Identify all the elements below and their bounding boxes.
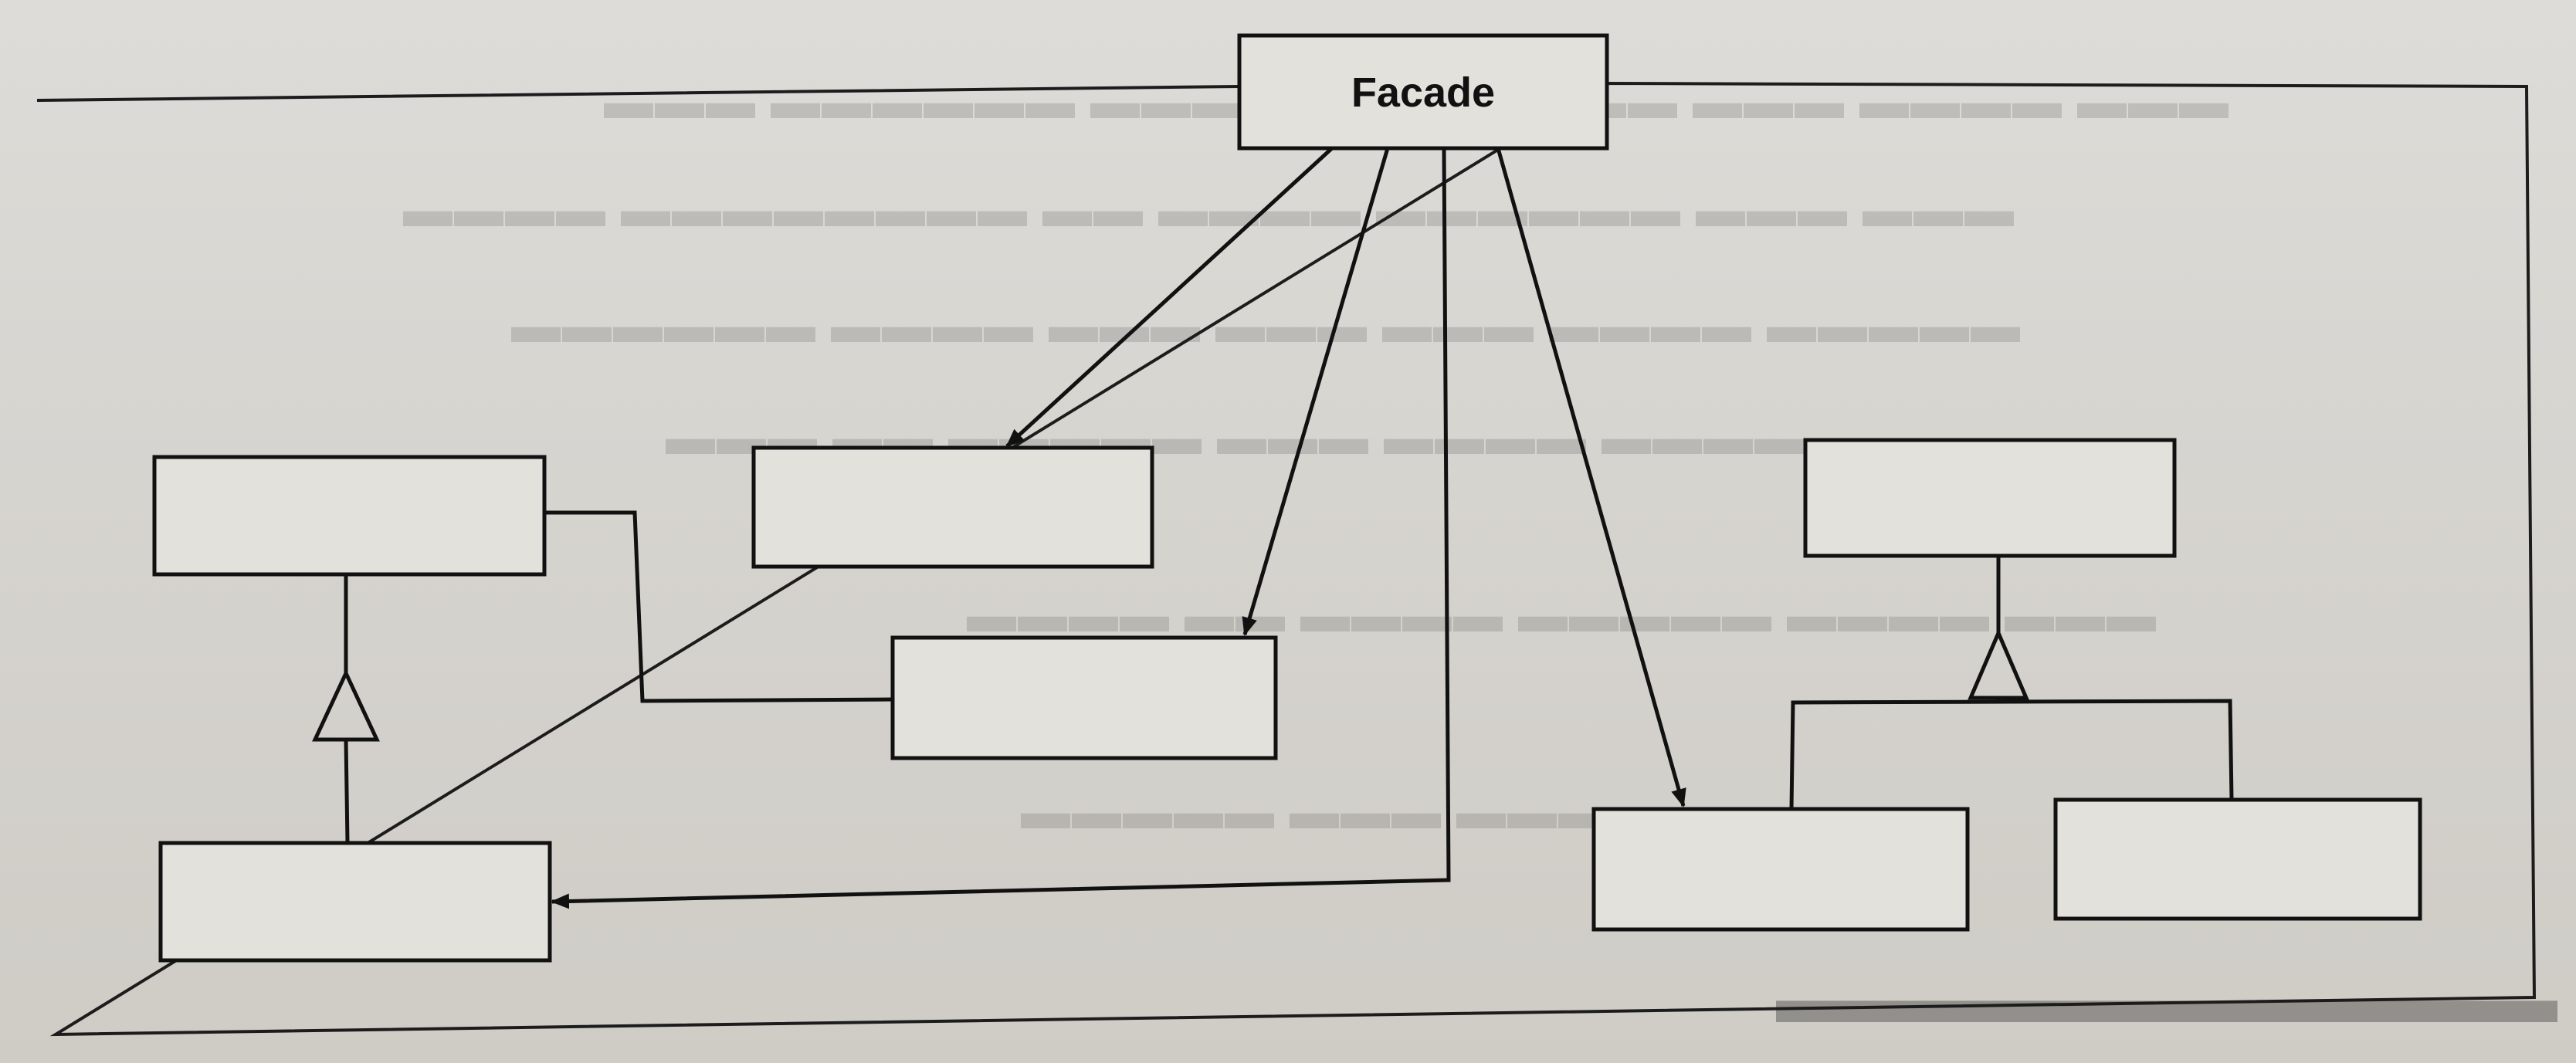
facade-association-arrow: [1242, 147, 1390, 636]
facade-class: Facade: [1237, 33, 1609, 151]
facade-association-arrow: [1496, 147, 1686, 807]
subsystem-class-middle: [890, 635, 1278, 760]
facade-label: Facade: [1351, 69, 1495, 116]
subsystem-association-line: [544, 510, 893, 703]
subsystem-class-top: [751, 445, 1154, 569]
subsystem-class-parent: [1803, 438, 2177, 558]
subsystem-boundary-frame: [36, 81, 2537, 1037]
inheritance-triangle: [1968, 628, 2029, 700]
inheritance-triangle: [312, 669, 380, 742]
subsystem-class-base: [152, 455, 547, 577]
inheritance-branch-line: [1789, 699, 2234, 810]
facade-box: [1237, 33, 1609, 151]
facade-association-arrow: [1005, 147, 1334, 448]
subsystem-class-child-left: [1591, 807, 1970, 932]
subsystem-class-derived: [158, 841, 552, 963]
facade-association-arrow: [551, 147, 1451, 909]
inheritance-line: [344, 739, 350, 844]
subsystem-class-child-right: [2053, 797, 2422, 921]
